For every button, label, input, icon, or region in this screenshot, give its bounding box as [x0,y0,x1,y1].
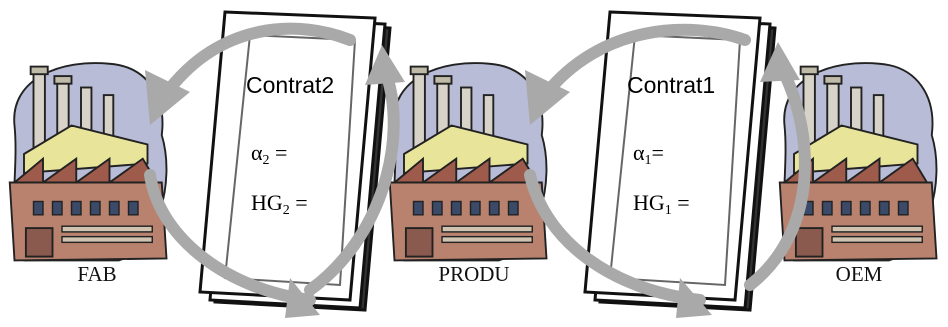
contract-sheet-icon [198,10,392,312]
hg-index: 1 [664,203,672,218]
hg-param-1: HG1 = [633,190,690,219]
arrowhead [525,70,570,125]
factory-label-oem: OEM [835,262,883,286]
hg-param-2: HG2 = [251,190,308,219]
arrow-bottom-left [144,169,316,306]
factory-icon [388,62,548,262]
factory-label-produ: PRODU [438,262,510,286]
arrow-top-left [159,22,356,101]
alpha-equals: = [275,140,288,165]
arrow-up-mid-left [304,64,400,296]
hg-equals: = [677,190,690,215]
contract-sheet-icon [583,10,777,312]
arrow-top-right [539,23,751,101]
alpha-symbol: α [633,140,645,165]
factory-icon [8,62,168,262]
hg-equals: = [295,190,308,215]
contract-title-1: Contrat1 [627,72,716,98]
alpha-index: 1 [644,153,652,168]
arrowhead [145,70,190,125]
hg-symbol: HG [633,190,665,215]
arrow-up-mid-right [744,59,811,291]
hg-symbol: HG [251,190,283,215]
alpha-param-1: α1= [633,140,664,169]
alpha-symbol: α [251,140,263,165]
hg-index: 2 [282,203,290,218]
alpha-index: 2 [262,153,270,168]
alpha-equals: = [651,140,664,165]
contract-title-2: Contrat2 [246,72,335,98]
arrowhead [676,278,712,318]
arrowhead [760,42,800,82]
arrow-bottom-right [524,169,706,306]
arrowhead [365,45,405,85]
factory-label-fab: FAB [77,262,117,286]
alpha-param-2: α2 = [251,140,287,169]
arrowhead [285,278,320,318]
